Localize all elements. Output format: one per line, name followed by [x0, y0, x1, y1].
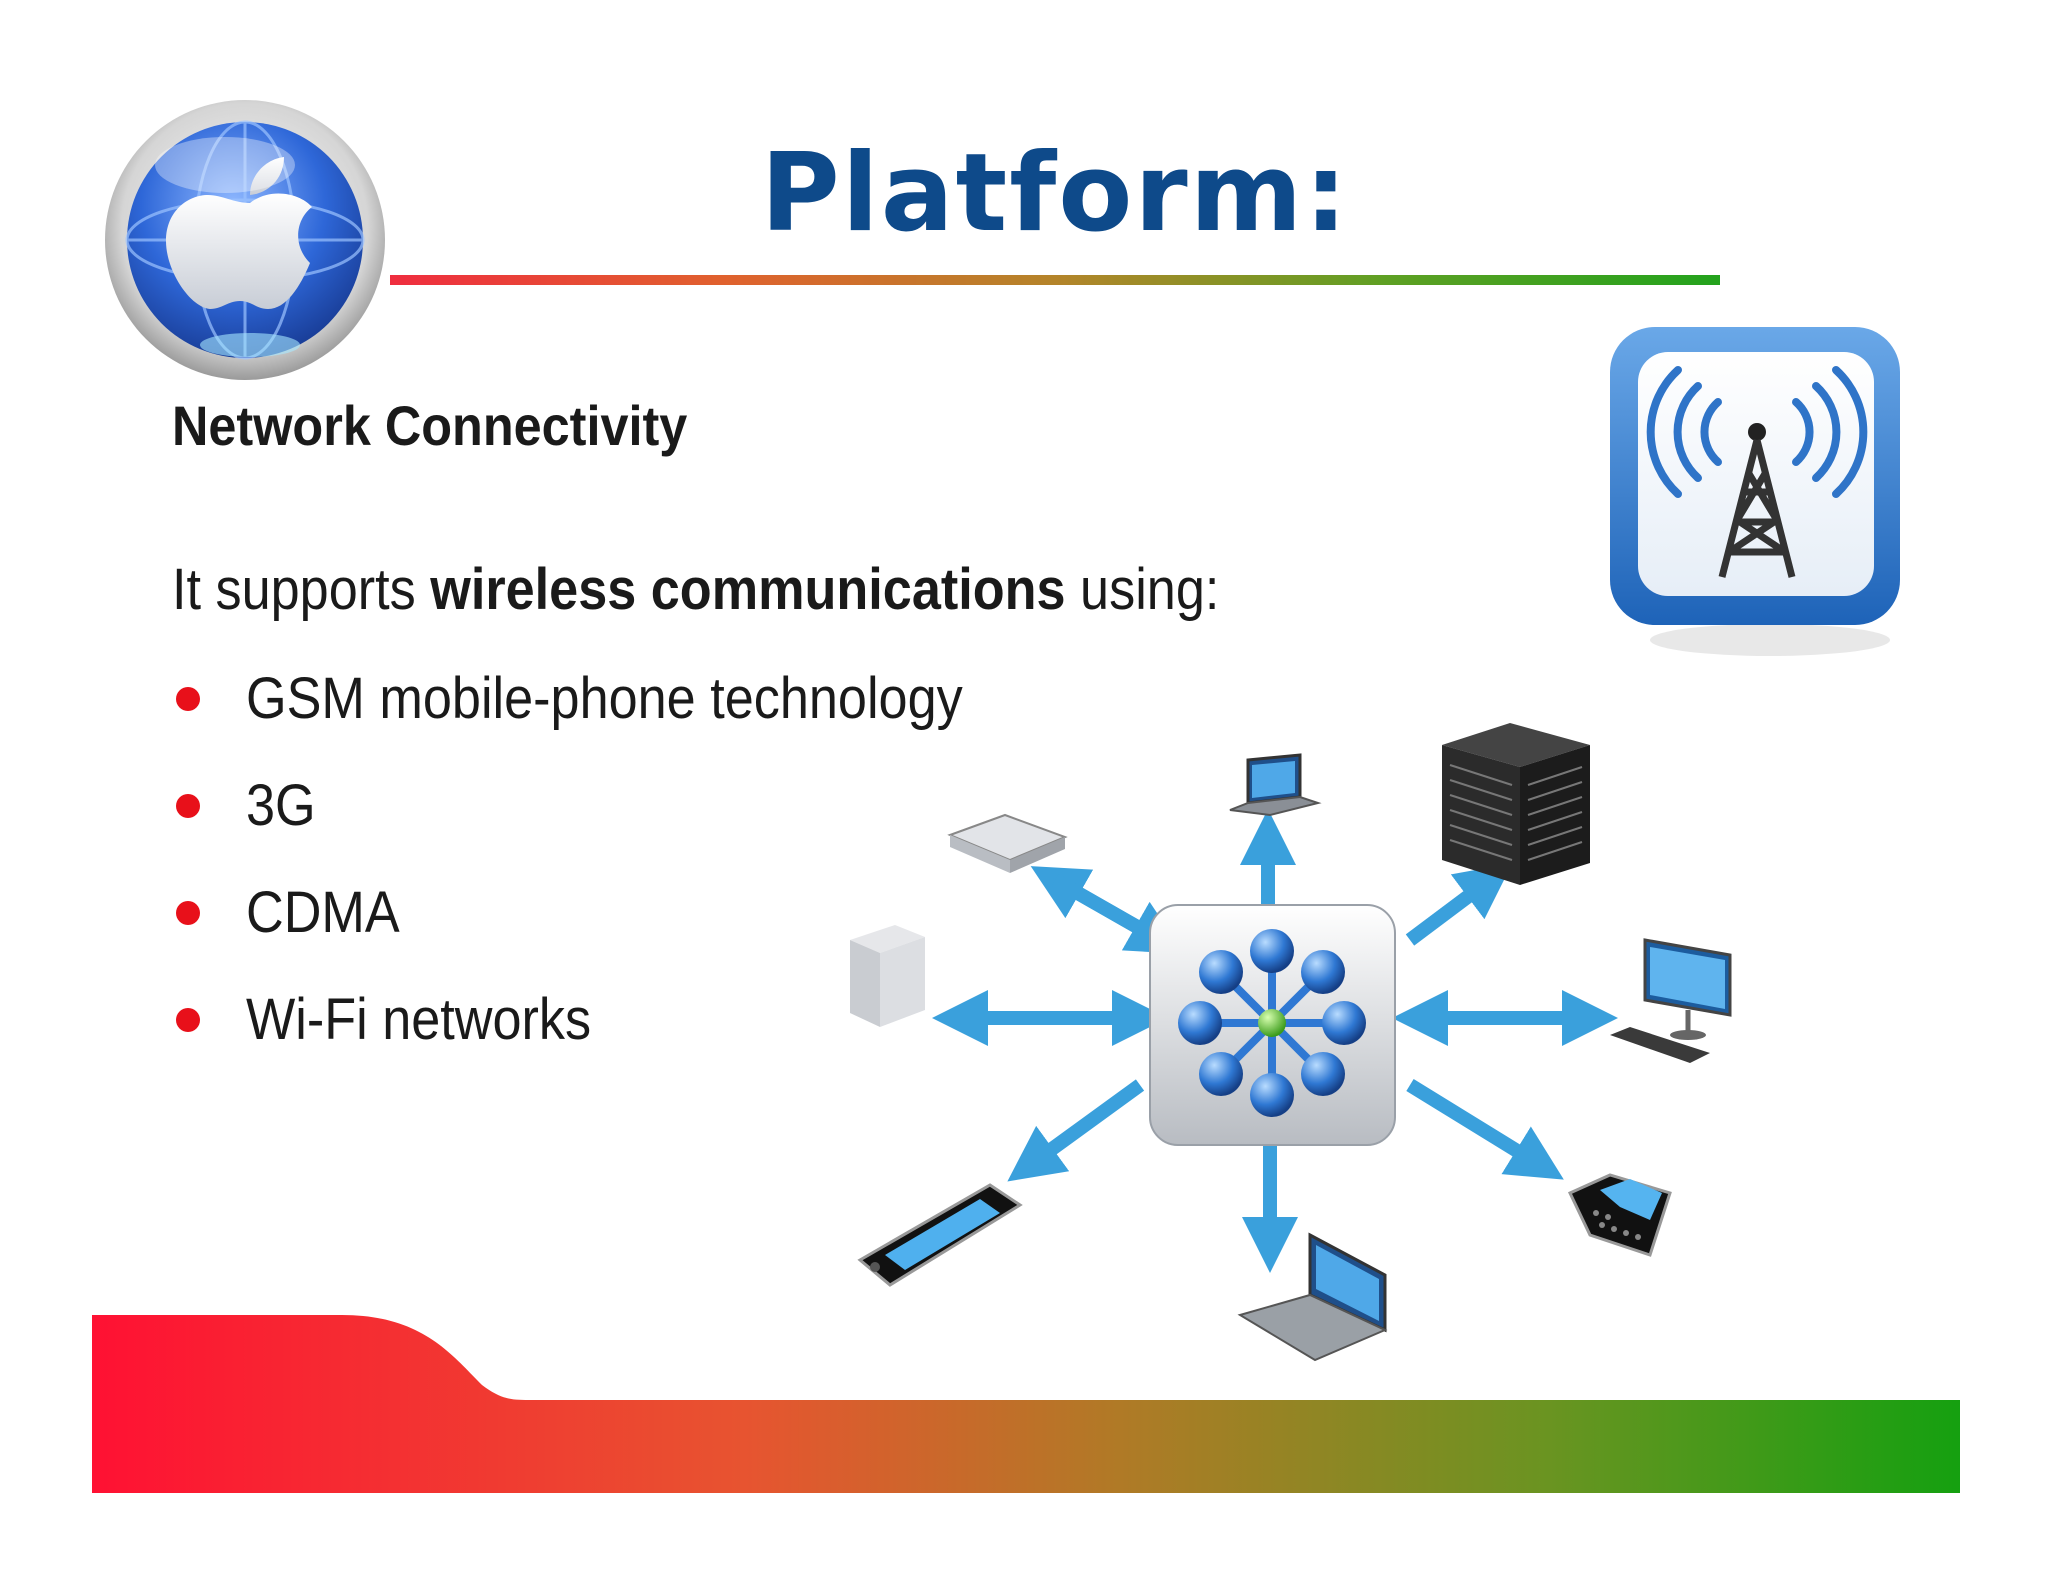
page-title: Platform:: [760, 131, 1350, 256]
list-item-text: GSM mobile-phone technology: [246, 666, 963, 731]
intro-prefix: It supports: [172, 557, 431, 622]
bullet-dot-icon: [176, 1008, 200, 1032]
bullet-dot-icon: [176, 687, 200, 711]
list-item-text: CDMA: [246, 880, 400, 945]
arrows: [932, 809, 1618, 1273]
footer-band: [92, 1315, 1960, 1493]
network-diagram: [850, 723, 1732, 1362]
intro-text: It supports wireless communications usin…: [172, 556, 1219, 623]
blackberry-phone-icon: [1567, 1173, 1672, 1257]
section-heading: Network Connectivity: [172, 394, 688, 457]
intro-suffix: using:: [1065, 557, 1220, 622]
list-item-text: 3G: [246, 773, 316, 838]
bullet-dot-icon: [176, 794, 200, 818]
laptop-icon: [1229, 753, 1322, 817]
network-hub-icon: [1149, 904, 1396, 1146]
monitor-icon: [1610, 938, 1732, 1063]
title-underline: [390, 275, 1720, 285]
router-icon: [947, 813, 1068, 873]
hard-drive-icon: [850, 925, 925, 1027]
server-rack-icon: [1442, 723, 1590, 885]
wireless-tower-icon: [1610, 327, 1900, 656]
list-item-text: Wi-Fi networks: [246, 987, 592, 1052]
bullet-dot-icon: [176, 901, 200, 925]
apple-globe-icon: [105, 100, 385, 380]
laptop-icon: [1237, 1232, 1388, 1362]
smartphone-icon: [857, 1183, 1023, 1287]
intro-bold: wireless communications: [430, 557, 1066, 622]
